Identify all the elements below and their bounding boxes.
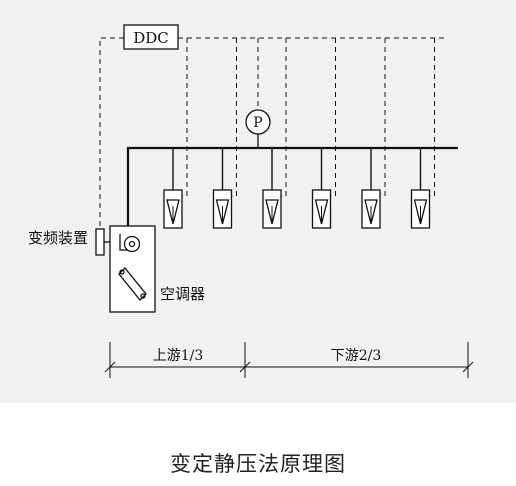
terminal-control-line: [429, 38, 435, 197]
vfd-label: 变频装置: [28, 229, 88, 247]
dimension-lines: [104, 342, 474, 378]
ahu-label: 空调器: [160, 285, 205, 303]
terminal-unit: [262, 189, 282, 229]
upstream-label: 上游1/3: [153, 348, 204, 364]
ddc-box: [123, 24, 179, 50]
terminal-control-line: [380, 38, 386, 197]
supply-duct: [126, 146, 458, 226]
terminal-unit: [410, 189, 431, 229]
terminal-control-line: [330, 38, 336, 197]
vfd-icon: [95, 228, 105, 256]
terminal-signal-lines: [182, 38, 435, 197]
pressure-sensor-icon: [245, 109, 271, 135]
terminal-unit: [163, 189, 183, 229]
terminal-control-line: [182, 38, 188, 197]
terminal-control-line: [281, 38, 287, 197]
pressure-label: P: [253, 115, 262, 131]
ahu-box: [109, 225, 156, 313]
signal-lines: [99, 37, 444, 242]
terminal-branches: [172, 148, 422, 190]
figure-caption: 变定静压法原理图: [170, 452, 346, 476]
terminal-unit: [212, 189, 233, 229]
damper-icon: [118, 267, 147, 301]
ddc-label: DDC: [133, 29, 169, 47]
fan-icon: [119, 234, 141, 253]
terminal-control-line: [231, 38, 237, 197]
downstream-label: 下游2/3: [331, 348, 382, 364]
terminal-unit: [311, 189, 332, 229]
terminal-units: [163, 189, 431, 229]
static-pressure-diagram: DDC P 变频装置: [28, 24, 474, 378]
terminal-unit: [361, 189, 381, 229]
